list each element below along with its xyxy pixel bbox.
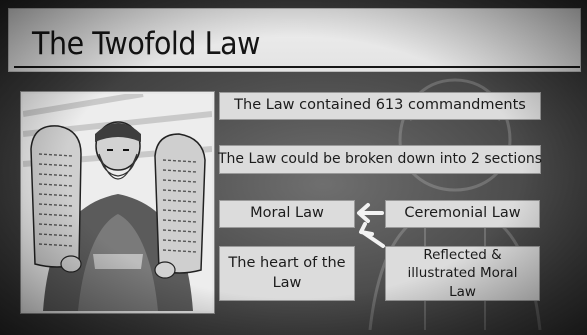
card-reflected-moral-law: Reflected & illustrated Moral Law [385, 246, 540, 301]
moses-tablets-illustration [23, 94, 212, 311]
card-heart-of-law: The heart of the Law [219, 246, 355, 301]
card-two-sections: The Law could be broken down into 2 sect… [219, 145, 541, 174]
arrow-up-left-icon [361, 224, 383, 246]
card-law-613-commandments: The Law contained 613 commandments [219, 92, 541, 120]
card-ceremonial-law: Ceremonial Law [385, 200, 540, 228]
moses-illustration [21, 92, 214, 313]
arrow-left-icon [359, 205, 382, 221]
title-underline [14, 66, 580, 68]
card-moral-law: Moral Law [219, 200, 355, 228]
arrows [355, 200, 385, 250]
slide-title: The Twofold Law [32, 26, 260, 62]
